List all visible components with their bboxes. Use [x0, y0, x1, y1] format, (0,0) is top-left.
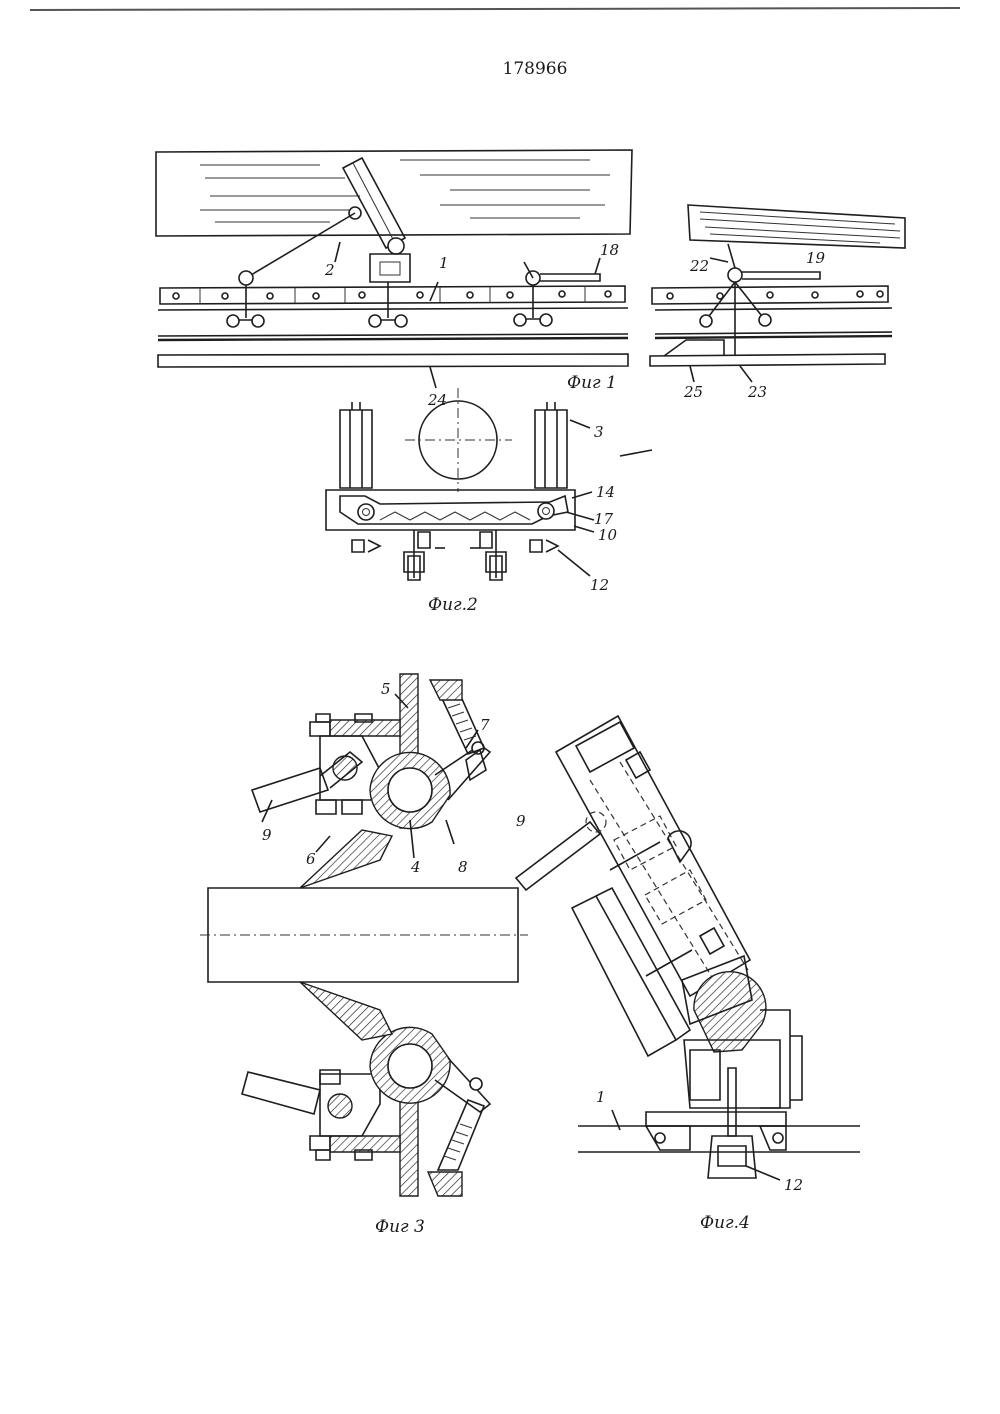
sheet-top-border: [30, 8, 960, 10]
fig3-label-5: 5: [381, 680, 391, 698]
figure-4: 9 1 12 Фиг.4: [516, 716, 860, 1233]
fig1-label-25: 25: [683, 383, 703, 401]
fig3-label-6: 6: [306, 850, 316, 868]
fig1-label-23: 23: [747, 383, 767, 401]
fig1-label-2: 2: [324, 261, 335, 279]
figure-1: 1 2 18 24 19 22 23 25 Фиг 1: [156, 150, 905, 409]
patent-number: 178966: [503, 59, 568, 79]
fig3-label-7: 7: [480, 716, 490, 734]
fig2-label-14: 14: [596, 483, 615, 501]
figure-2: 3 14 17 10 12 Фиг.2: [326, 388, 652, 615]
fig4-label-12: 12: [784, 1176, 803, 1194]
fig2-caption: Фиг.2: [428, 595, 478, 615]
fig1-label-18: 18: [600, 241, 619, 259]
fig4-label-1: 1: [596, 1088, 606, 1106]
fig3-label-8: 8: [458, 858, 468, 876]
fig1-label-22: 22: [689, 257, 709, 275]
fig2-label-3: 3: [594, 423, 604, 441]
fig3-caption: Фиг 3: [375, 1217, 425, 1237]
fig2-label-12: 12: [590, 576, 609, 594]
fig3-label-4: 4: [410, 858, 421, 876]
fig3-label-9: 9: [262, 826, 272, 844]
fig4-label-9: 9: [516, 812, 526, 830]
fig4-caption: Фиг.4: [700, 1213, 750, 1233]
figure-3: 5 7 9 6 4 8 Фиг 3: [200, 674, 528, 1237]
fig1-caption: Фиг 1: [567, 373, 617, 393]
fig1-label-19: 19: [806, 249, 826, 267]
fig2-label-10: 10: [598, 526, 618, 544]
fig1-label-1: 1: [439, 254, 449, 272]
